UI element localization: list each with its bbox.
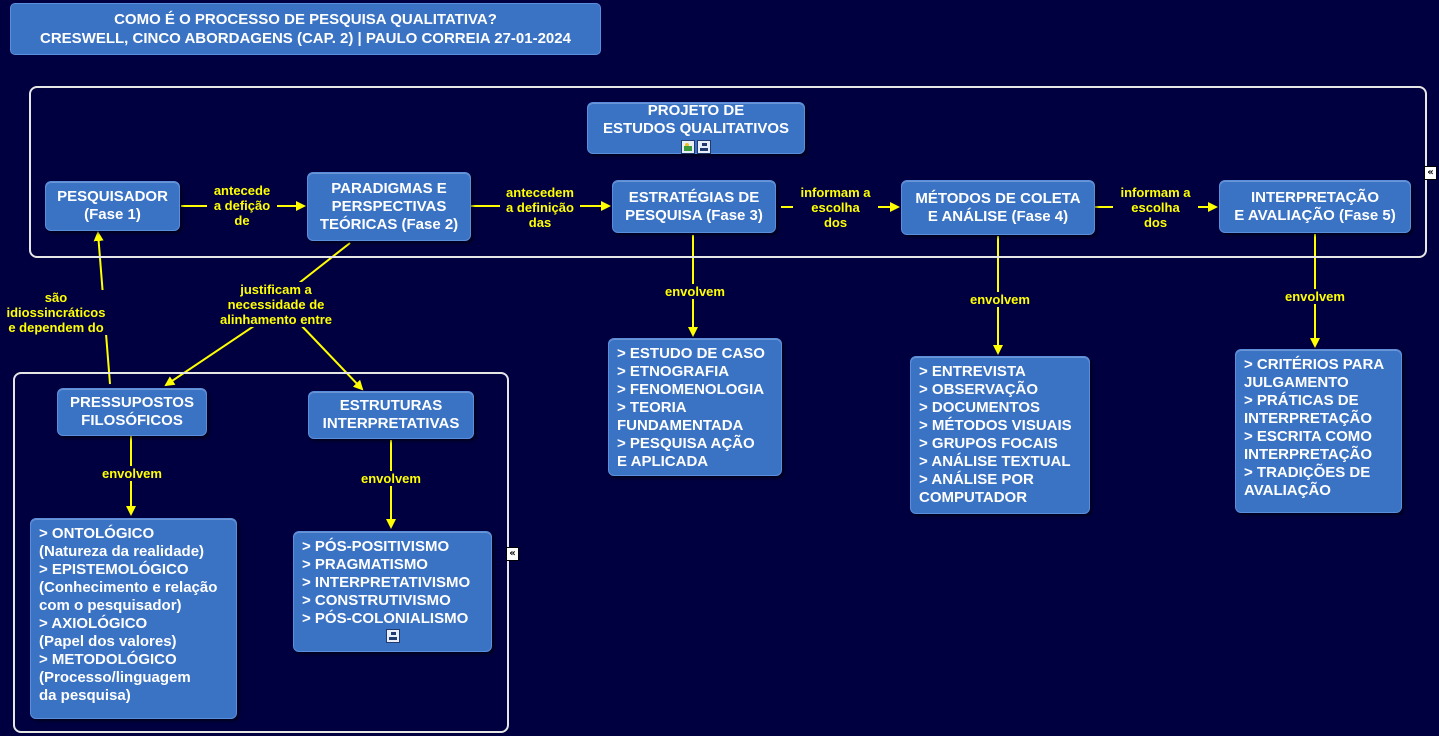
node-interpretacao[interactable]: INTERPRETAÇÃO E AVALIAÇÃO (Fase 5) (1219, 180, 1411, 233)
node-estruturas-label: ESTRUTURAS INTERPRETATIVAS (322, 397, 460, 432)
collapse-phases-icon[interactable]: « (1424, 166, 1437, 180)
link-sao: são idiossincráticos e dependem do (1, 290, 111, 335)
node-paradigmas[interactable]: PARADIGMAS E PERSPECTIVAS TEÓRICAS (Fase… (307, 172, 471, 241)
title-line-1: COMO É O PROCESSO DE PESQUISA QUALITATIV… (114, 11, 497, 28)
node-estruturas-list-text: > PÓS-POSITIVISMO > PRAGMATISMO > INTERP… (302, 538, 471, 627)
title-line-2: CRESWELL, CINCO ABORDAGENS (CAP. 2) | PA… (40, 30, 571, 47)
node-pressupostos-list-text: > ONTOLÓGICO (Natureza da realidade) > E… (39, 525, 218, 704)
node-estrategias-list[interactable]: > ESTUDO DE CASO > ETNOGRAFIA > FENOMENO… (608, 338, 782, 476)
link-envolvem-interpretacao: envolvem (1280, 289, 1350, 304)
edge-justificam-pressupostos (164, 321, 261, 387)
image-icon[interactable] (681, 140, 695, 154)
link-envolvem-metodos: envolvem (965, 292, 1035, 307)
node-interpretacao-label: INTERPRETAÇÃO E AVALIAÇÃO (Fase 5) (1234, 188, 1396, 224)
link-informam-1: informam a escolha dos (793, 185, 878, 230)
node-pressupostos[interactable]: PRESSUPOSTOS FILOSÓFICOS (57, 388, 207, 436)
node-pressupostos-label: PRESSUPOSTOS FILOSÓFICOS (70, 394, 194, 429)
link-envolvem-estruturas: envolvem (356, 471, 426, 486)
node-projeto-icons (680, 140, 712, 154)
concept-map-icon[interactable] (697, 140, 711, 154)
node-estruturas[interactable]: ESTRUTURAS INTERPRETATIVAS (308, 391, 474, 439)
collapse-foundations-icon[interactable]: « (506, 547, 519, 561)
node-interpretacao-list-text: > CRITÉRIOS PARA JULGAMENTO > PRÁTICAS D… (1244, 356, 1385, 499)
node-projeto[interactable]: PROJETO DE ESTUDOS QUALITATIVOS (587, 102, 805, 154)
node-estruturas-icons (302, 629, 483, 643)
node-estrategias-list-text: > ESTUDO DE CASO > ETNOGRAFIA > FENOMENO… (617, 345, 765, 470)
node-pressupostos-list[interactable]: > ONTOLÓGICO (Natureza da realidade) > E… (30, 518, 237, 719)
concept-map-icon[interactable] (385, 629, 400, 643)
link-informam-2: informam a escolha dos (1113, 185, 1198, 230)
node-metodos[interactable]: MÉTODOS DE COLETA E ANÁLISE (Fase 4) (901, 180, 1095, 235)
node-estrategias-label: ESTRATÉGIAS DE PESQUISA (Fase 3) (625, 188, 763, 224)
link-justificam: justificam a necessidade de alinhamento … (212, 282, 340, 327)
node-metodos-list-text: > ENTREVISTA > OBSERVAÇÃO > DOCUMENTOS >… (919, 363, 1072, 506)
node-paradigmas-label: PARADIGMAS E PERSPECTIVAS TEÓRICAS (Fase… (319, 179, 459, 233)
edge-justificam-estruturas (297, 321, 364, 391)
node-projeto-label: PROJETO DE ESTUDOS QUALITATIVOS (602, 102, 790, 137)
node-metodos-list[interactable]: > ENTREVISTA > OBSERVAÇÃO > DOCUMENTOS >… (910, 356, 1090, 514)
node-pesquisador-label: PESQUISADOR (Fase 1) (57, 188, 168, 223)
page-title: COMO É O PROCESSO DE PESQUISA QUALITATIV… (10, 3, 601, 55)
link-envolvem-estrategias: envolvem (660, 284, 730, 299)
node-metodos-label: MÉTODOS DE COLETA E ANÁLISE (Fase 4) (915, 189, 1081, 225)
node-estrategias[interactable]: ESTRATÉGIAS DE PESQUISA (Fase 3) (612, 180, 776, 233)
node-interpretacao-list[interactable]: > CRITÉRIOS PARA JULGAMENTO > PRÁTICAS D… (1235, 349, 1402, 513)
node-estruturas-list[interactable]: > PÓS-POSITIVISMO > PRAGMATISMO > INTERP… (293, 531, 492, 652)
node-pesquisador[interactable]: PESQUISADOR (Fase 1) (45, 181, 180, 231)
link-antecede: antecede a defição de (207, 183, 277, 228)
link-antecedem: antecedem a definição das (500, 185, 580, 230)
link-envolvem-pressupostos: envolvem (97, 466, 167, 481)
